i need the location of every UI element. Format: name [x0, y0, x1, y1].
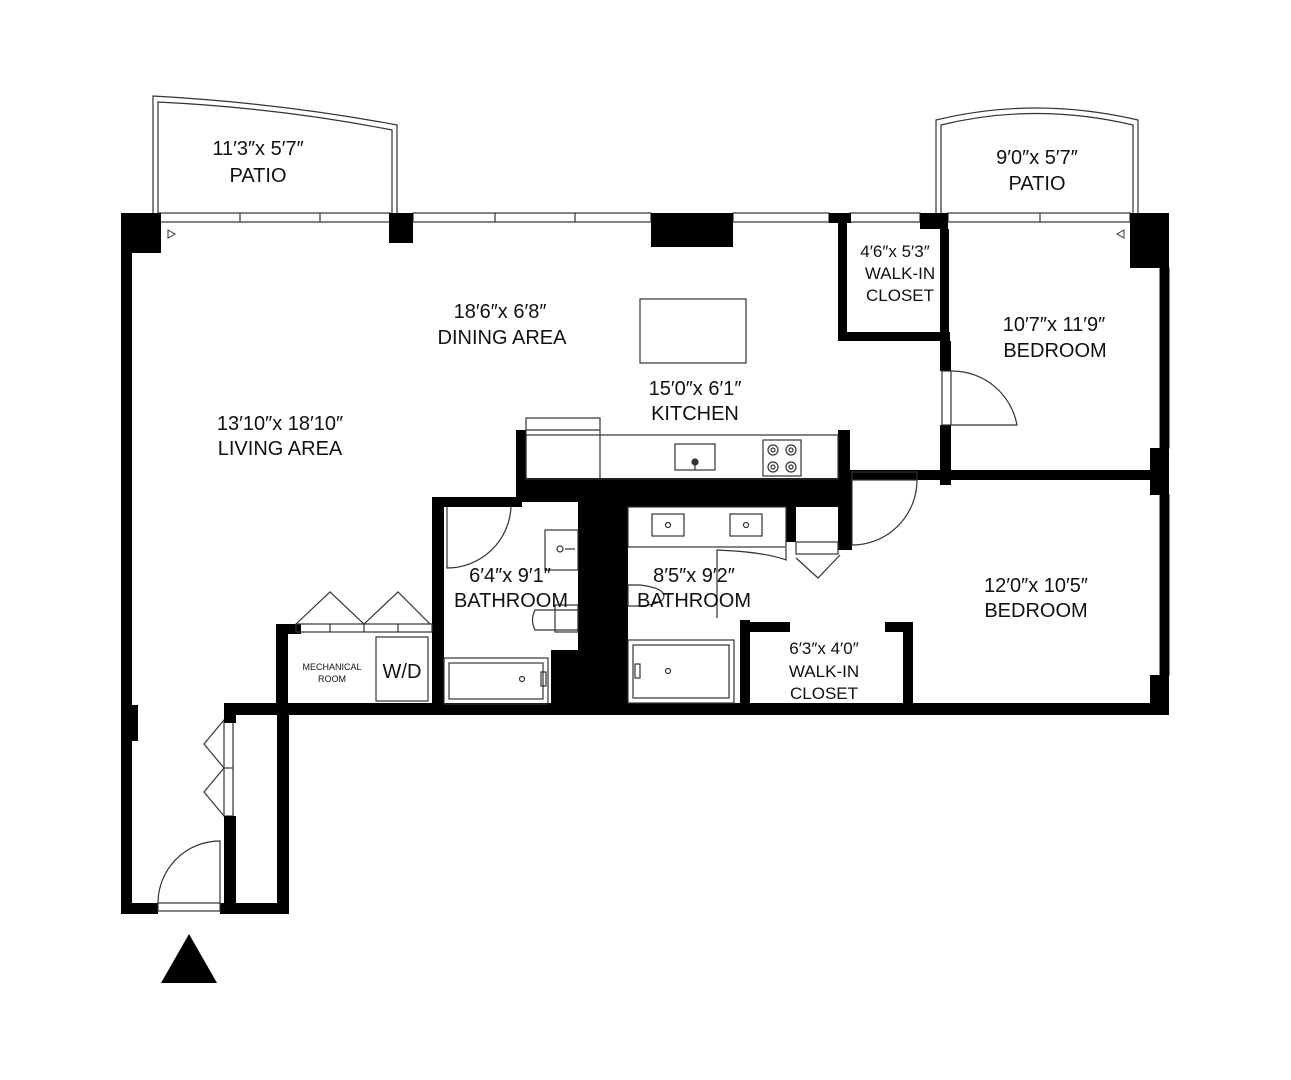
window-left-entry	[223, 719, 234, 817]
bath-mid-name: BATHROOM	[637, 590, 751, 612]
kitchen-island	[639, 298, 747, 364]
walkin-top-name1: WALK-IN	[865, 264, 935, 283]
stove-icon	[762, 439, 802, 477]
kitchen-dims: 15′0″x 6′1″	[649, 378, 742, 400]
windows-top	[157, 212, 1131, 223]
bedroom-top-dims: 10′7″x 11′9″	[1003, 314, 1105, 336]
dining-dims: 18′6″x 6′8″	[454, 301, 547, 323]
patio-left	[152, 95, 398, 213]
walkin-bottom-dims: 6′3″x 4′0″	[789, 639, 858, 658]
walkin-top-dims: 4′6″x 5′3″	[860, 242, 929, 261]
mechanical-name1: MECHANICAL	[302, 662, 361, 672]
bedroom-top-name: BEDROOM	[1003, 340, 1106, 362]
patio-left-dims: 11′3″x 5′7″	[212, 138, 303, 160]
walkin-top-name2: CLOSET	[866, 286, 934, 305]
bath-left-dims: 6′4″x 9′1″	[469, 565, 551, 587]
entry-arrow-icon	[161, 934, 217, 983]
bedroom-bottom-name: BEDROOM	[984, 600, 1087, 622]
sink-icon	[544, 529, 579, 571]
patio-right-name: PATIO	[1008, 173, 1065, 195]
toilet-icon	[627, 584, 665, 607]
sink-icon	[729, 513, 763, 537]
kitchen-fixtures	[525, 298, 839, 480]
bathtub-icon	[443, 657, 549, 705]
bath-left-name: BATHROOM	[454, 590, 568, 612]
patio-right-dims: 9′0″x 5′7″	[996, 147, 1078, 169]
sink-icon	[651, 513, 685, 537]
mechanical-name2: ROOM	[318, 674, 346, 684]
patio-right	[935, 107, 1139, 213]
vanity	[627, 506, 787, 548]
bath-mid-dims: 8′5″x 9′2″	[653, 565, 735, 587]
doors	[157, 370, 1018, 912]
bathtub-icon	[627, 639, 735, 704]
dining-name: DINING AREA	[438, 327, 568, 349]
toilet-icon	[531, 609, 579, 631]
bedroom-bottom-dims: 12′0″x 10′5″	[984, 575, 1088, 597]
walkin-bottom-name1: WALK-IN	[789, 662, 859, 681]
living-dims: 13′10″x 18′10″	[217, 413, 343, 435]
walls	[121, 213, 1169, 914]
refrigerator	[525, 417, 601, 480]
markers	[167, 229, 1125, 239]
walkin-bottom-name2: CLOSET	[790, 684, 858, 703]
bath-left-fixtures	[443, 529, 579, 705]
kitchen-name: KITCHEN	[651, 403, 739, 425]
bath-mid-fixtures	[627, 506, 787, 704]
patio-left-name: PATIO	[229, 165, 286, 187]
laundry-label: W/D	[383, 661, 422, 683]
laundry-fixture	[375, 636, 429, 702]
living-name: LIVING AREA	[218, 438, 343, 460]
